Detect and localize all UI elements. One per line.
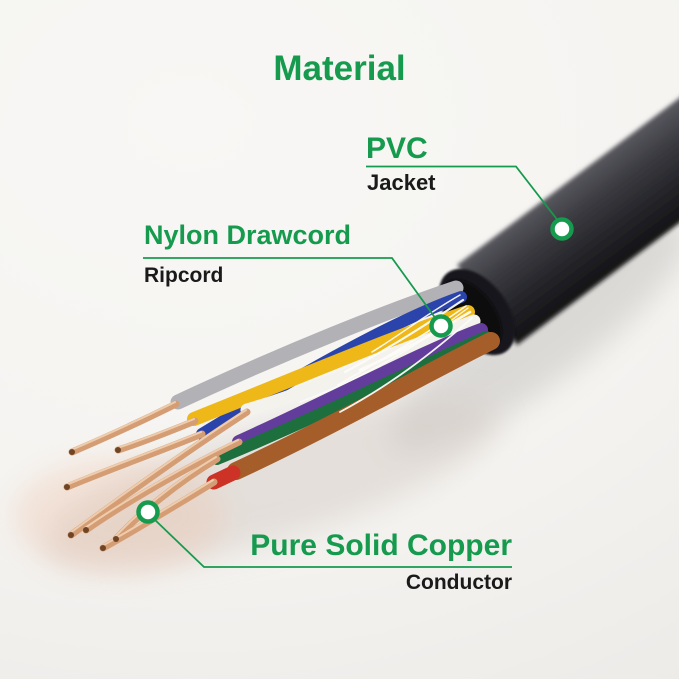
wire-purple <box>232 323 488 449</box>
copper-strands <box>63 400 251 552</box>
callout-line-copper <box>153 518 512 568</box>
wire-red-band <box>206 465 241 490</box>
callout-copper-subheading: Conductor <box>405 571 512 594</box>
page-title: Material <box>273 49 406 89</box>
wire-orange <box>227 332 500 480</box>
callout-lines <box>143 165 560 568</box>
wire-gray <box>170 280 464 410</box>
callout-line-pvc <box>366 165 560 223</box>
callout-nylon-drawcord-heading: Nylon Drawcord <box>144 220 352 250</box>
callout-markers <box>136 217 574 524</box>
copper-highlights <box>65 401 247 547</box>
callout-marker-nylon <box>429 314 453 338</box>
jacket-shadow <box>389 217 679 453</box>
callout-marker-copper <box>136 500 160 524</box>
callout-pvc-subheading: Jacket <box>367 170 436 195</box>
callout-copper-heading: Pure Solid Copper <box>250 529 512 562</box>
callout-line-nylon <box>143 257 437 320</box>
callout-marker-pvc <box>550 217 574 241</box>
copper-cut-tips <box>64 447 121 551</box>
cable-jacket <box>456 98 679 345</box>
callout-pvc-heading: PVC <box>366 132 428 165</box>
callout-nylon-drawcord-subheading: Ripcord <box>144 264 224 287</box>
